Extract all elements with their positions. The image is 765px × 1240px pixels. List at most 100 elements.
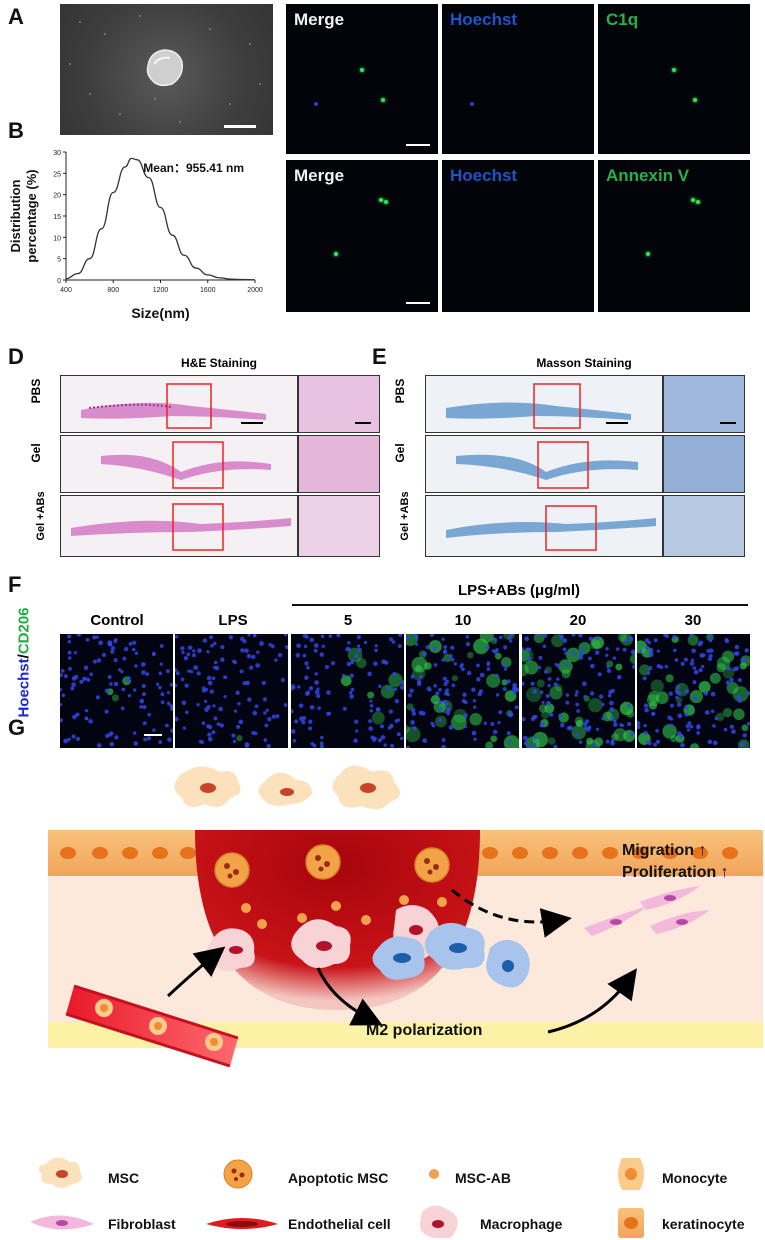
legend-msc-ab: MSC-AB (455, 1170, 511, 1186)
x-tick-label: 800 (107, 287, 119, 294)
masson-row-pbs: PBS (393, 378, 407, 404)
fluor-cell-r1-c1q: C1q (598, 4, 750, 154)
schematic-g (48, 765, 763, 1068)
f-ylabel: Hoechst/CD206 (16, 603, 33, 723)
fluor-cell-r2-merge: Merge (286, 160, 438, 312)
legend-keratinocyte-icon (618, 1208, 644, 1238)
fibroblasts (584, 886, 710, 936)
masson-zoom-gel-abs (663, 495, 745, 557)
masson-section-gel (425, 435, 663, 493)
scale-bar (406, 144, 430, 146)
panel-label-e: E (372, 344, 387, 369)
he-zoom-pbs (298, 375, 380, 433)
scale-bar (406, 302, 430, 304)
legend-monocyte: Monocyte (662, 1170, 728, 1186)
fluor-cell-r2-hoechst: Hoechst (442, 160, 594, 312)
x-tick-label: 1600 (200, 287, 216, 294)
blood-vessel (65, 984, 239, 1068)
panel-label-f: F (8, 572, 22, 597)
masson-title: Masson Staining (536, 356, 632, 370)
distribution-curve (65, 157, 256, 281)
fluor-title: Merge (294, 166, 345, 185)
legend-icons (30, 1157, 644, 1238)
legend-msc-ab-icon (429, 1169, 439, 1179)
y-tick-label: 30 (53, 150, 61, 157)
panel-label-g: G (8, 715, 26, 740)
mean-annotation: Mean：955.41 nm (143, 161, 244, 175)
x-axis-label: Size(nm) (131, 305, 189, 321)
y-tick-label: 10 (53, 235, 61, 242)
he-row-gel-abs: Gel +ABs (35, 491, 47, 541)
f-image-2 (290, 634, 404, 748)
x-tick-label: 1200 (153, 287, 169, 294)
masson-zoom-pbs (663, 375, 745, 433)
migration-label: Migration ↑ (622, 842, 707, 859)
fluor-title: Annexin V (606, 166, 690, 185)
f-image-row (60, 634, 750, 748)
f-col-5: 5 (343, 612, 353, 629)
legend-monocyte-icon (618, 1158, 644, 1190)
legend-fibroblast: Fibroblast (108, 1216, 176, 1232)
legend-keratinocyte: keratinocyte (662, 1216, 745, 1232)
sem-image (60, 4, 273, 135)
panel-label-a: A (8, 4, 24, 29)
legend-endothelial-icon (206, 1218, 278, 1229)
y-tick-label: 20 (53, 193, 61, 200)
f-col-30: 30 (684, 612, 702, 629)
x-tick-label: 400 (60, 287, 72, 294)
fluor-title: Hoechst (450, 166, 518, 185)
lps-group-line (292, 604, 748, 606)
fluor-cell-r1-merge: Merge (286, 4, 438, 154)
he-zoom-gel-abs (298, 495, 380, 557)
y-tick-label: 0 (57, 278, 61, 285)
f-image-3 (406, 634, 520, 748)
legend-macrophage: Macrophage (480, 1216, 563, 1232)
m2-macrophages (372, 922, 530, 988)
fluor-cell-r2-annexin: Annexin V (598, 160, 750, 312)
masson-row-gel-abs: Gel +ABs (399, 491, 411, 541)
legend-msc-icon (38, 1157, 82, 1188)
msc-ab-particles (241, 895, 447, 929)
masson-section-gel-abs (425, 495, 663, 557)
apoptotic-msc-group (214, 844, 450, 888)
y-tick-label: 15 (53, 214, 61, 221)
legend-endothelial: Endothelial cell (288, 1216, 391, 1232)
y-tick-label: 25 (53, 171, 61, 178)
he-title: H&E Staining (180, 356, 257, 370)
legend-apoptotic-msc: Apoptotic MSC (288, 1170, 389, 1186)
legend-fibroblast-icon (30, 1215, 94, 1230)
he-section-gel-abs (60, 495, 298, 557)
keratinocyte-nuclei (60, 847, 738, 859)
lps-group-label: LPS+ABs (μg/ml) (457, 582, 581, 599)
arrows (166, 888, 637, 1034)
f-image-1 (175, 634, 289, 748)
masson-section-pbs (425, 375, 663, 433)
legend-msc: MSC (108, 1170, 140, 1186)
f-image-5 (637, 634, 750, 748)
fluor-title: C1q (606, 10, 639, 29)
panel-label-d: D (8, 344, 24, 369)
f-col-10: 10 (454, 612, 472, 629)
masson-zoom-gel (663, 435, 745, 493)
f-ylabel-hoechst: Hoechst (15, 658, 33, 718)
f-col-20: 20 (569, 612, 587, 629)
f-col-control: Control (90, 612, 144, 629)
fluor-title: Hoechst (450, 10, 518, 29)
y-tick-label: 5 (57, 257, 61, 264)
msc-cells-top (174, 765, 401, 810)
f-col-lps: LPS (218, 612, 248, 629)
he-zoom-gel (298, 435, 380, 493)
he-section-gel (60, 435, 298, 493)
he-section-pbs (60, 375, 298, 433)
masson-row-gel: Gel (393, 443, 407, 463)
f-image-4 (521, 634, 635, 748)
apoptotic-msc-fragments (224, 855, 439, 879)
fluor-cell-r1-hoechst: Hoechst (442, 4, 594, 154)
m2-polarization-label: M2 polarization (366, 1022, 483, 1039)
f-image-0 (60, 634, 173, 748)
sem-particle-svg (69, 15, 261, 128)
panel-label-b: B (8, 118, 24, 143)
he-row-pbs: PBS (29, 378, 43, 404)
proliferation-label: Proliferation ↑ (622, 864, 729, 881)
y-axis-label-line1: Distribution (8, 179, 23, 252)
